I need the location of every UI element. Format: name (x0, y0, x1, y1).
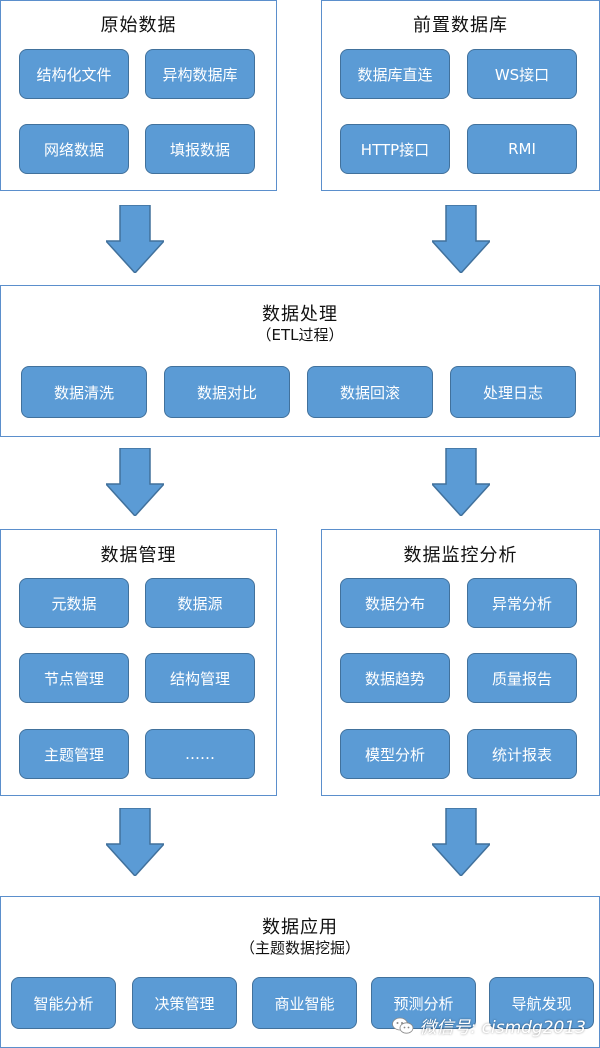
application-subtitle: （主题数据挖掘） (239, 939, 360, 957)
monitoring-item: 质量报告 (467, 653, 577, 703)
application-title: 数据应用 (262, 917, 338, 938)
management-item: 元数据 (19, 578, 129, 628)
processing-subtitle: （ETL过程） (256, 326, 344, 344)
management-item: 结构管理 (145, 653, 255, 703)
raw-data-panel: 原始数据 结构化文件 异构数据库 网络数据 填报数据 (0, 0, 277, 191)
down-arrow-icon (432, 205, 490, 273)
front-db-item: 数据库直连 (340, 49, 450, 99)
monitoring-item: 统计报表 (467, 729, 577, 779)
down-arrow-icon (432, 808, 490, 876)
management-panel: 数据管理 元数据 数据源 节点管理 结构管理 主题管理 …… (0, 529, 277, 796)
processing-item: 数据清洗 (21, 366, 147, 418)
monitoring-item: 数据分布 (340, 578, 450, 628)
front-db-title: 前置数据库 (413, 15, 508, 36)
application-item: 导航发现 (489, 977, 594, 1029)
management-title: 数据管理 (100, 545, 177, 566)
down-arrow-icon (432, 448, 490, 516)
watermark-text: 微信号: cismdg2013 (419, 1018, 586, 1038)
monitoring-item: 异常分析 (467, 578, 577, 628)
processing-panel: 数据处理 （ETL过程） 数据清洗 数据对比 数据回滚 处理日志 (0, 285, 600, 437)
monitoring-panel: 数据监控分析 数据分布 异常分析 数据趋势 质量报告 模型分析 统计报表 (321, 529, 600, 796)
processing-item: 数据对比 (164, 366, 290, 418)
watermark: 微信号: cismdg2013 (391, 1013, 586, 1038)
processing-item: 处理日志 (450, 366, 576, 418)
raw-data-item: 填报数据 (145, 124, 255, 174)
application-item: 商业智能 (252, 977, 357, 1029)
application-item: 决策管理 (132, 977, 237, 1029)
monitoring-item: 模型分析 (340, 729, 450, 779)
processing-item: 数据回滚 (307, 366, 433, 418)
raw-data-item: 异构数据库 (145, 49, 255, 99)
processing-title: 数据处理 (262, 304, 338, 325)
application-item: 智能分析 (11, 977, 116, 1029)
application-item: 预测分析 (371, 977, 476, 1029)
front-db-panel: 前置数据库 数据库直连 WS接口 HTTP接口 RMI (321, 0, 600, 191)
raw-data-item: 结构化文件 (19, 49, 129, 99)
management-item: 节点管理 (19, 653, 129, 703)
management-item: 数据源 (145, 578, 255, 628)
raw-data-item: 网络数据 (19, 124, 129, 174)
application-panel: 数据应用 （主题数据挖掘） 智能分析 决策管理 商业智能 预测分析 导航发现 (0, 896, 600, 1048)
wechat-icon (391, 1017, 413, 1034)
raw-data-title: 原始数据 (100, 15, 177, 36)
down-arrow-icon (106, 448, 164, 516)
front-db-item: WS接口 (467, 49, 577, 99)
monitoring-title: 数据监控分析 (403, 545, 518, 566)
front-db-item: HTTP接口 (340, 124, 450, 174)
management-item: …… (145, 729, 255, 779)
management-item: 主题管理 (19, 729, 129, 779)
front-db-item: RMI (467, 124, 577, 174)
down-arrow-icon (106, 808, 164, 876)
down-arrow-icon (106, 205, 164, 273)
monitoring-item: 数据趋势 (340, 653, 450, 703)
